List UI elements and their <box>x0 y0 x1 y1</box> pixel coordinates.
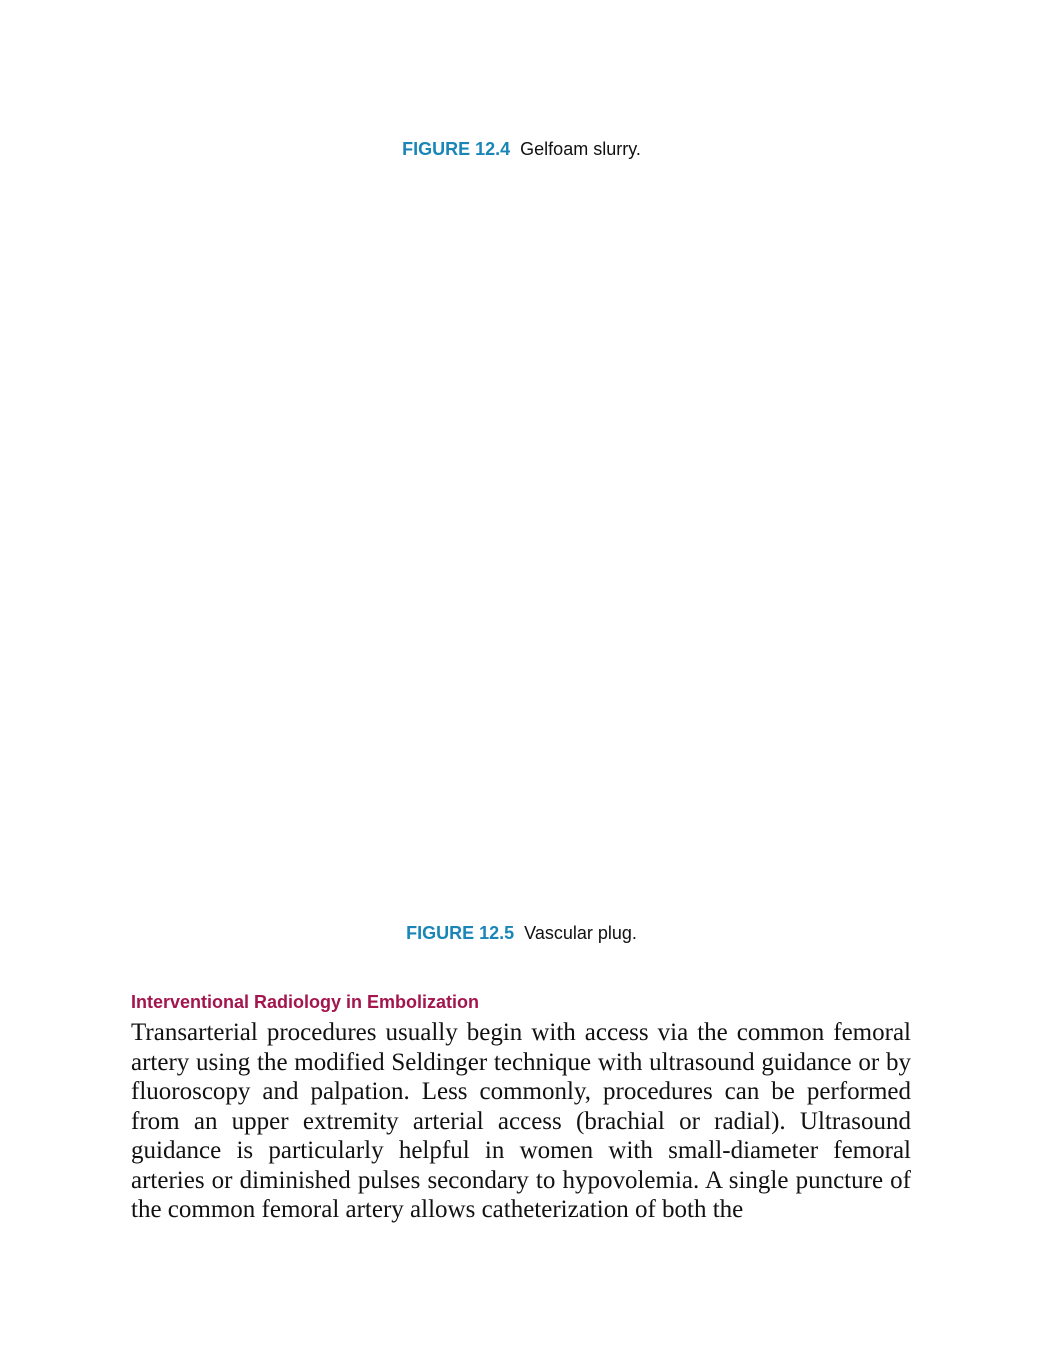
figure-caption-12-4: FIGURE 12.4 Gelfoam slurry. <box>0 139 1043 160</box>
figure-caption-12-5: FIGURE 12.5 Vascular plug. <box>0 923 1043 944</box>
figure-caption-text: Gelfoam slurry. <box>520 139 641 159</box>
figure-label: FIGURE 12.5 <box>406 923 515 943</box>
figure-image-area <box>131 180 911 910</box>
figure-label: FIGURE 12.4 <box>402 139 511 159</box>
figure-caption-text: Vascular plug. <box>524 923 637 943</box>
section-heading: Interventional Radiology in Embolization <box>131 992 480 1012</box>
body-paragraph: Transarterial procedures usually begin w… <box>131 1019 911 1223</box>
